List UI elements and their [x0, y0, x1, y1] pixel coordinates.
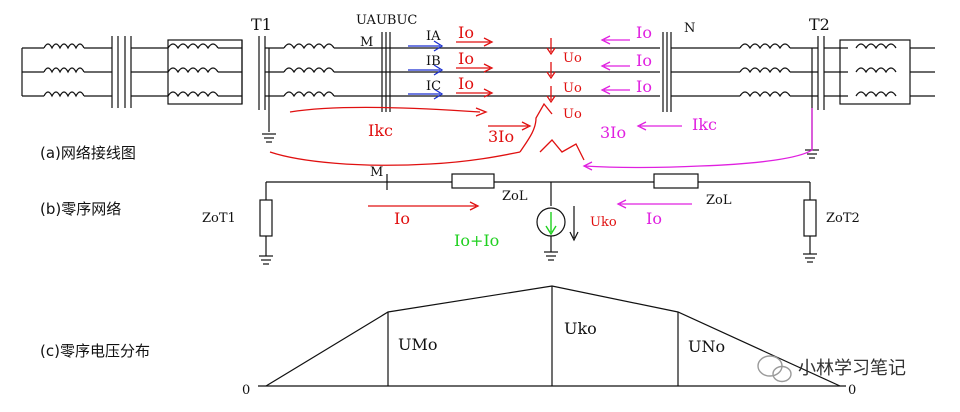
zot2-label: ZoT2	[826, 211, 860, 226]
red-loop-current	[269, 102, 585, 166]
magenta-ikc: Ikc	[692, 115, 717, 134]
t2-label: T2	[809, 15, 830, 34]
uko-label: Uko	[564, 319, 597, 338]
red-io-b: Io	[458, 49, 474, 68]
caption-a: (a)网络接线图	[40, 144, 136, 162]
umo-label: UMo	[398, 335, 438, 354]
three-phase-lines	[21, 32, 935, 159]
red-io-arrows	[456, 37, 494, 98]
magenta-io-arrows	[600, 35, 682, 131]
uo-a: Uo	[563, 51, 582, 66]
watermark-text: 小林学习笔记	[798, 358, 906, 379]
uo-b: Uo	[563, 81, 582, 96]
zero-right-label: 0	[848, 383, 856, 398]
node-m-label: M	[360, 35, 373, 50]
magenta-loop-current	[582, 108, 813, 171]
zero-seq-io-right: Io	[646, 209, 662, 228]
phase-current-b: IB	[426, 54, 441, 69]
zero-seq-io-left: Io	[394, 209, 410, 228]
red-3io: 3Io	[488, 127, 514, 146]
zero-seq-m-label: M	[370, 165, 383, 180]
zero-sequence-network	[259, 173, 817, 265]
magenta-3io: 3Io	[600, 123, 626, 142]
t1-label: T1	[251, 15, 272, 34]
uo-c: Uo	[563, 107, 582, 122]
phase-current-c: IC	[426, 79, 441, 94]
magenta-io-c: Io	[636, 77, 652, 96]
phase-current-a: IA	[426, 29, 441, 44]
uno-label: UNo	[688, 337, 725, 356]
magenta-io-a: Io	[636, 23, 652, 42]
zol-left-label: ZoL	[502, 189, 528, 204]
red-ikc: Ikc	[368, 121, 393, 140]
zot1-label: ZoT1	[202, 211, 236, 226]
zero-seq-source-arrows	[545, 212, 557, 236]
phase-voltage-label: UAUBUC	[356, 13, 417, 28]
zero-seq-sum: Io+Io	[454, 231, 499, 250]
zero-seq-current-arrows	[368, 199, 692, 211]
fault-voltage-arrows	[546, 38, 556, 104]
zero-seq-uko: Uko	[590, 215, 617, 230]
voltage-distribution	[258, 285, 846, 387]
phase-current-arrows	[408, 40, 444, 100]
magenta-io-b: Io	[636, 51, 652, 70]
node-n-label: N	[684, 21, 695, 36]
red-io-a: Io	[458, 23, 474, 42]
red-io-c: Io	[458, 74, 474, 93]
zol-right-label: ZoL	[706, 193, 732, 208]
wechat-icon	[757, 355, 792, 383]
caption-b: (b)零序网络	[40, 200, 121, 218]
zero-left-label: 0	[242, 383, 250, 398]
caption-c: (c)零序电压分布	[40, 342, 150, 360]
